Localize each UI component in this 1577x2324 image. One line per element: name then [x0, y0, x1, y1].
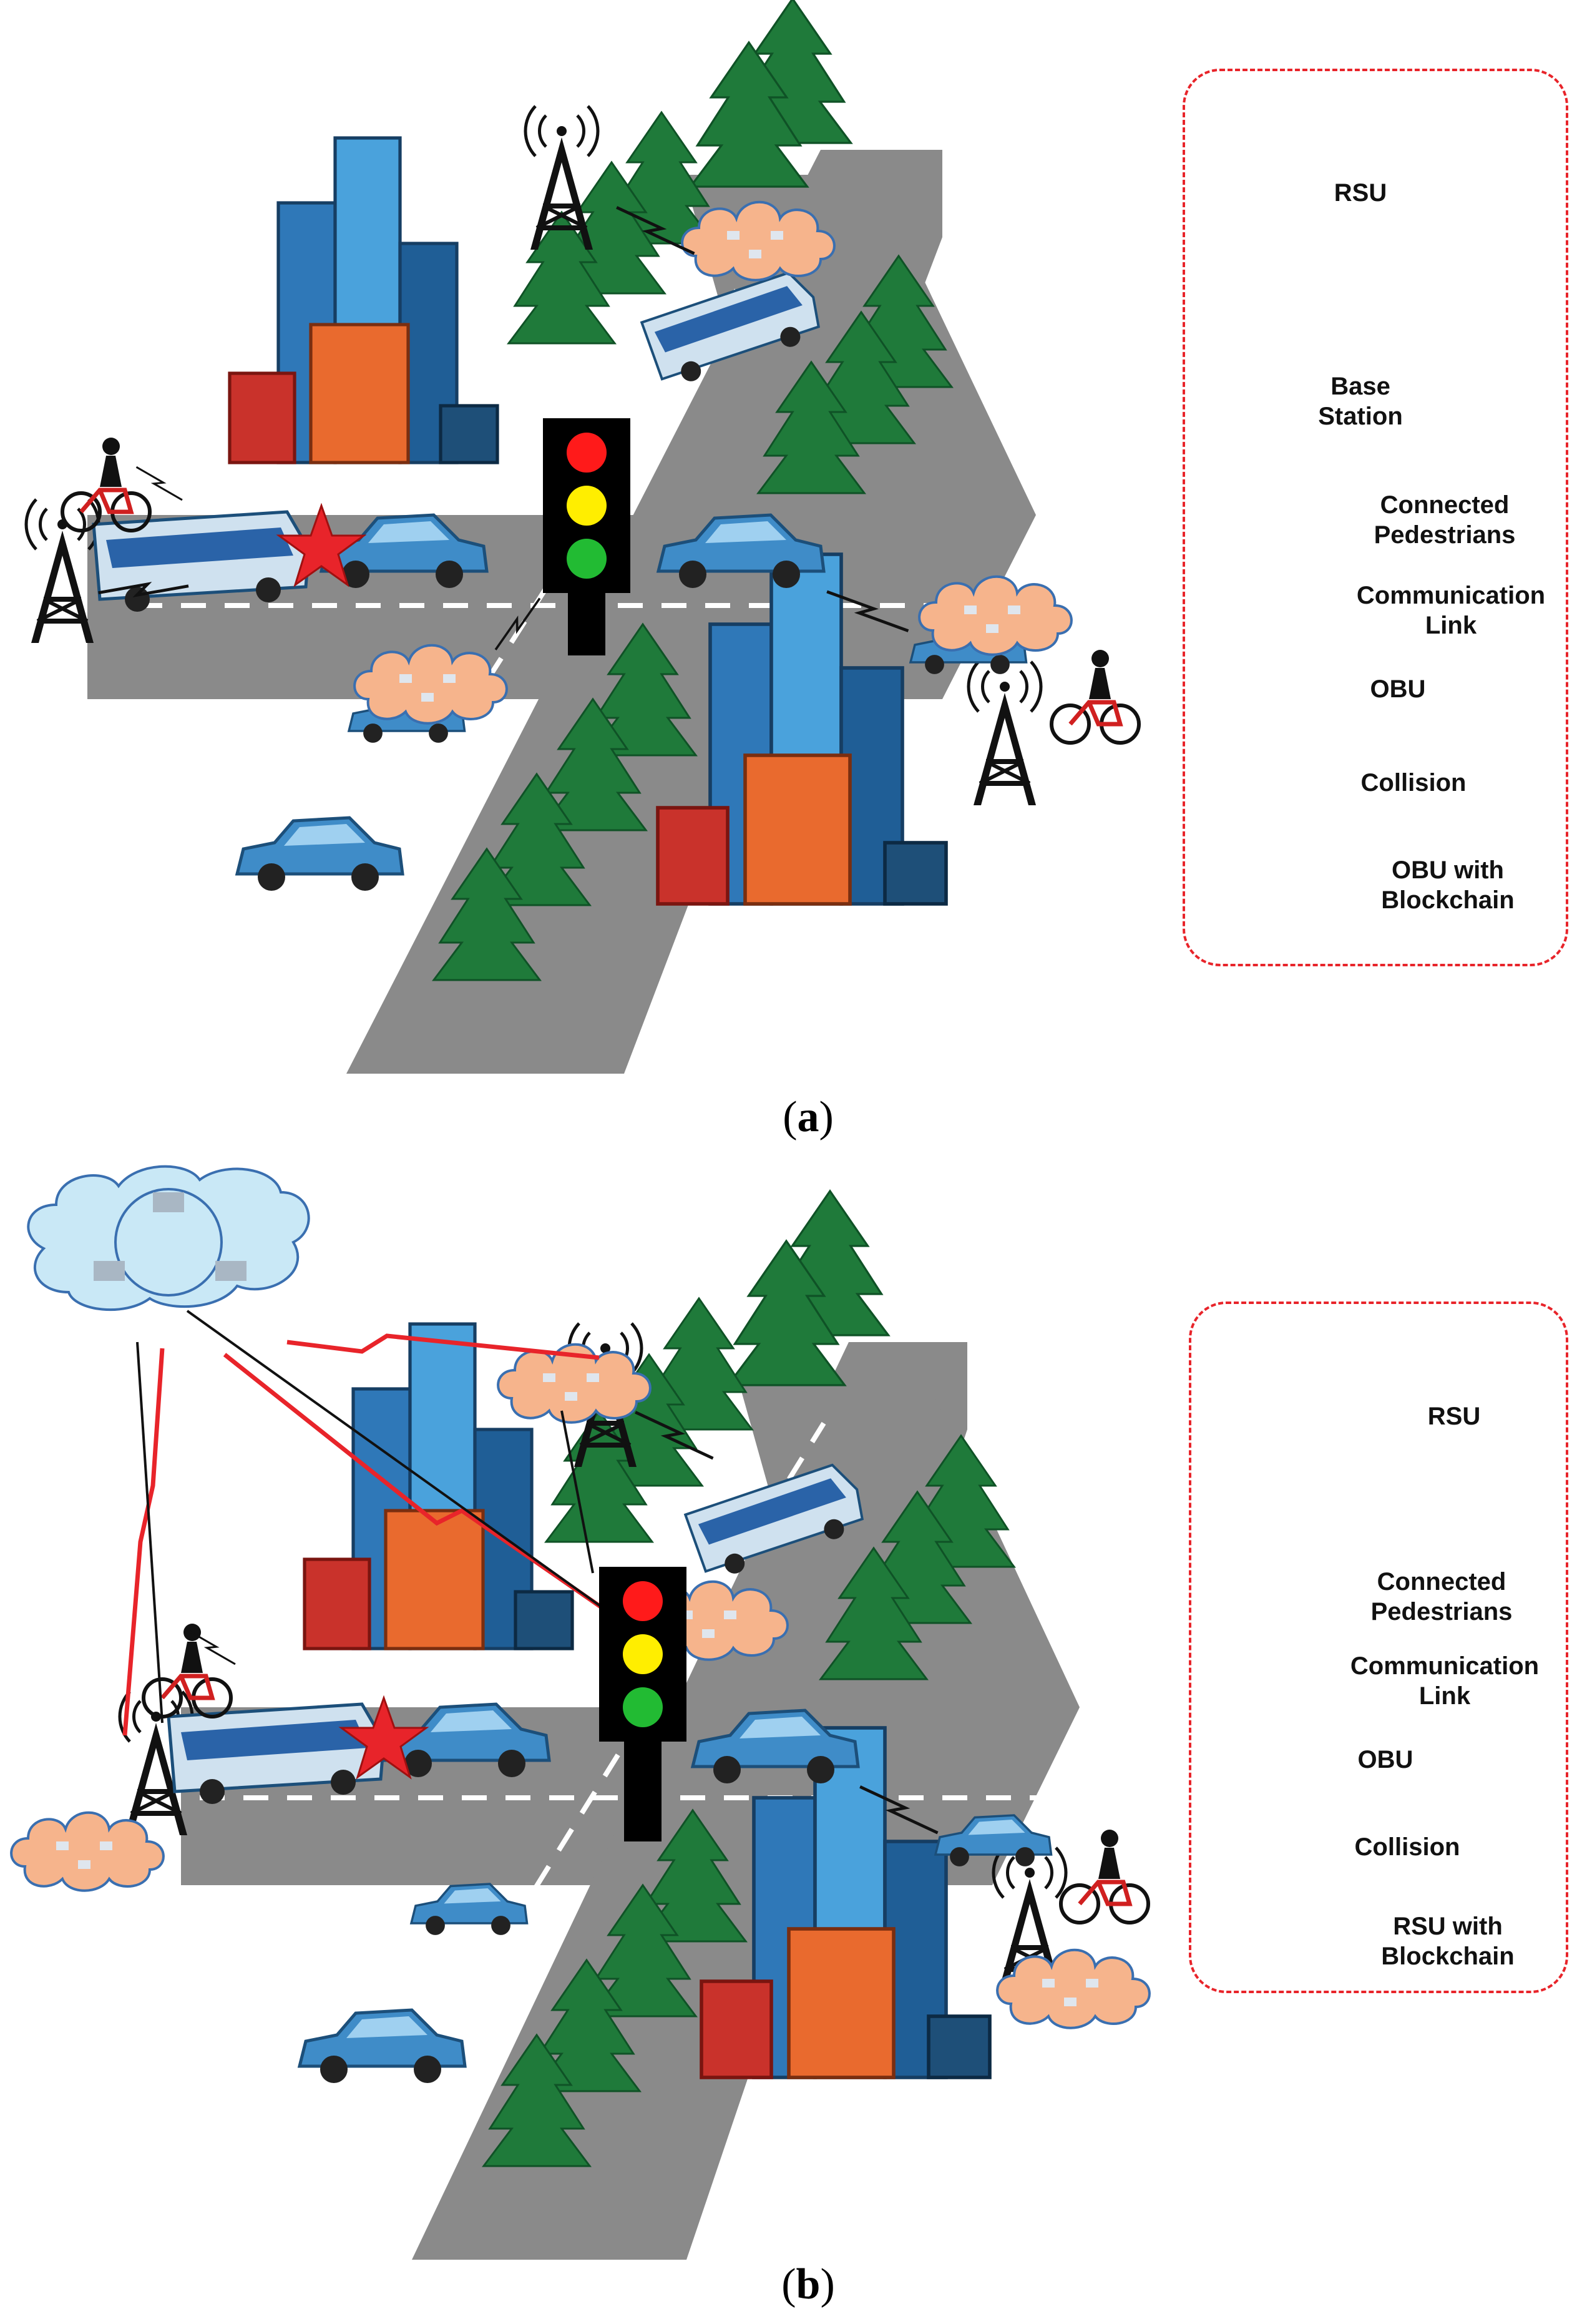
legend-a-obu-blockchain-1: OBU with [1392, 856, 1504, 884]
caption-a: (a) [783, 1093, 834, 1141]
legend-b-collision: Collision [1354, 1833, 1460, 1861]
legend-b-obu: OBU [1357, 1746, 1413, 1773]
legend-b-link-2: Link [1418, 1682, 1471, 1710]
caption-b: (b) [781, 2260, 835, 2308]
legend-a-obu-blockchain-2: Blockchain [1381, 886, 1515, 914]
legend-a-pedestrians-1: Connected [1380, 491, 1510, 519]
panel-b-scene [10, 1165, 1151, 2260]
legend-b [1189, 1302, 1568, 1993]
legend-a [1183, 69, 1568, 966]
legend-b-pedestrians-1: Connected [1377, 1568, 1506, 1596]
legend-a-collision: Collision [1360, 769, 1467, 797]
legend-a-rsu: RSU [1334, 179, 1387, 207]
legend-b-rsu: RSU [1427, 1403, 1481, 1430]
legend-b-pedestrians-2: Pedestrians [1370, 1598, 1513, 1625]
legend-a-pedestrians-2: Pedestrians [1374, 521, 1516, 549]
legend-b-link-1: Communication [1350, 1652, 1540, 1680]
legend-a-link-1: Communication [1356, 582, 1546, 609]
legend-a-base-station-2: Station [1318, 403, 1403, 430]
legend-b-rsu-blockchain-1: RSU with [1393, 1913, 1503, 1940]
legend-a-obu: OBU [1370, 675, 1426, 703]
legend-a-base-station-1: Base [1330, 373, 1390, 400]
panel-a-scene [26, 0, 1139, 1074]
legend-a-link-2: Link [1425, 612, 1477, 639]
legend-b-rsu-blockchain-2: Blockchain [1381, 1943, 1515, 1970]
